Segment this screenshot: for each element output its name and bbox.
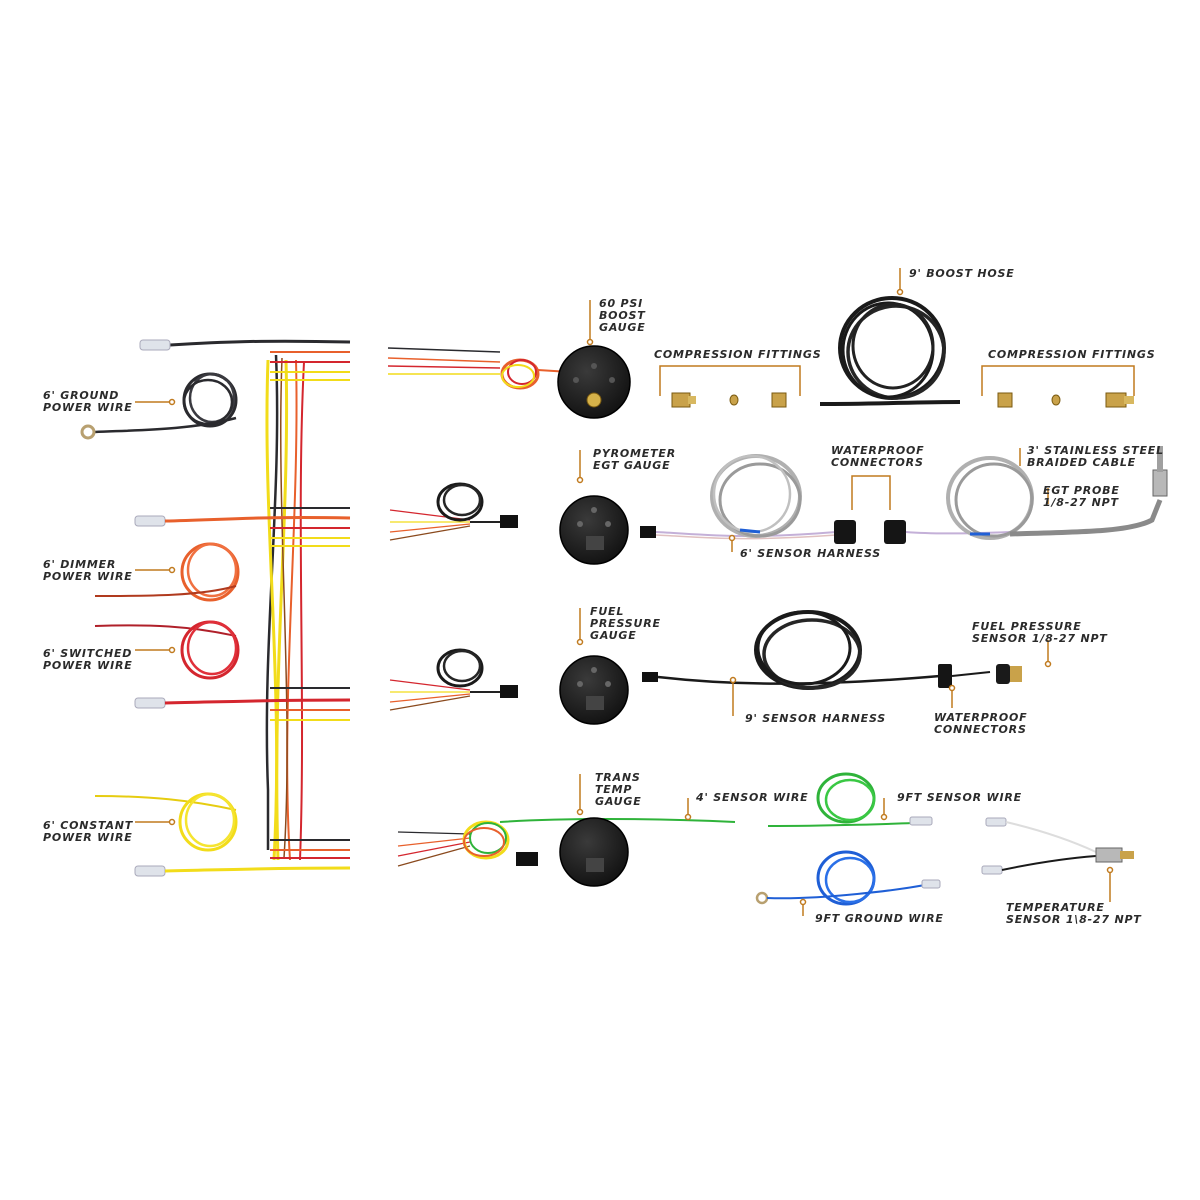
label-temperature-sensor: TEMPERATURE SENSOR 1\8-27 NPT (1006, 901, 1142, 926)
label-sensor-harness-9: 9' SENSOR HARNESS (745, 712, 887, 725)
label-trans-temp-gauge: TRANS TEMP GAUGE (595, 771, 642, 808)
leader-lines (135, 268, 1114, 916)
boost-gauge-row (387, 296, 1135, 419)
label-stainless-cable: 3' STAINLESS STEEL BRAIDED CABLE (1027, 444, 1164, 469)
label-ground-power-wire: 6' GROUND POWER WIRE (43, 389, 133, 414)
fuel-pressure-row (389, 610, 1022, 725)
label-ground-wire-9ft: 9FT GROUND WIRE (815, 912, 944, 925)
label-fuel-pressure-sensor: FUEL PRESSURE SENSOR 1/8-27 NPT (972, 620, 1108, 645)
power-harness (80, 339, 351, 877)
pyrometer-row (389, 446, 1168, 565)
trans-temp-row (397, 772, 1134, 906)
label-fuel-pressure-gauge: FUEL PRESSURE GAUGE (590, 605, 661, 642)
label-compression-fittings-right: COMPRESSION FITTINGS (988, 348, 1156, 361)
label-constant-power-wire: 6' CONSTANT POWER WIRE (43, 819, 134, 844)
label-dimmer-power-wire: 6' DIMMER POWER WIRE (43, 558, 133, 583)
label-sensor-wire-4: 4' SENSOR WIRE (696, 791, 809, 804)
label-waterproof-connectors-top: WATERPROOF CONNECTORS (831, 444, 925, 469)
label-switched-power-wire: 6' SWITCHED POWER WIRE (43, 647, 133, 672)
label-egt-probe: EGT PROBE 1/8-27 NPT (1043, 484, 1120, 509)
label-boost-hose: 9' BOOST HOSE (909, 267, 1015, 280)
label-sensor-wire-9ft: 9FT SENSOR WIRE (897, 791, 1022, 804)
label-waterproof-connectors-bottom: WATERPROOF CONNECTORS (934, 711, 1028, 736)
label-pyrometer-gauge: PYROMETER EGT GAUGE (593, 447, 676, 472)
label-sensor-harness-6: 6' SENSOR HARNESS (740, 547, 882, 560)
label-compression-fittings-left: COMPRESSION FITTINGS (654, 348, 822, 361)
label-boost-gauge: 60 PSI BOOST GAUGE (599, 297, 646, 334)
